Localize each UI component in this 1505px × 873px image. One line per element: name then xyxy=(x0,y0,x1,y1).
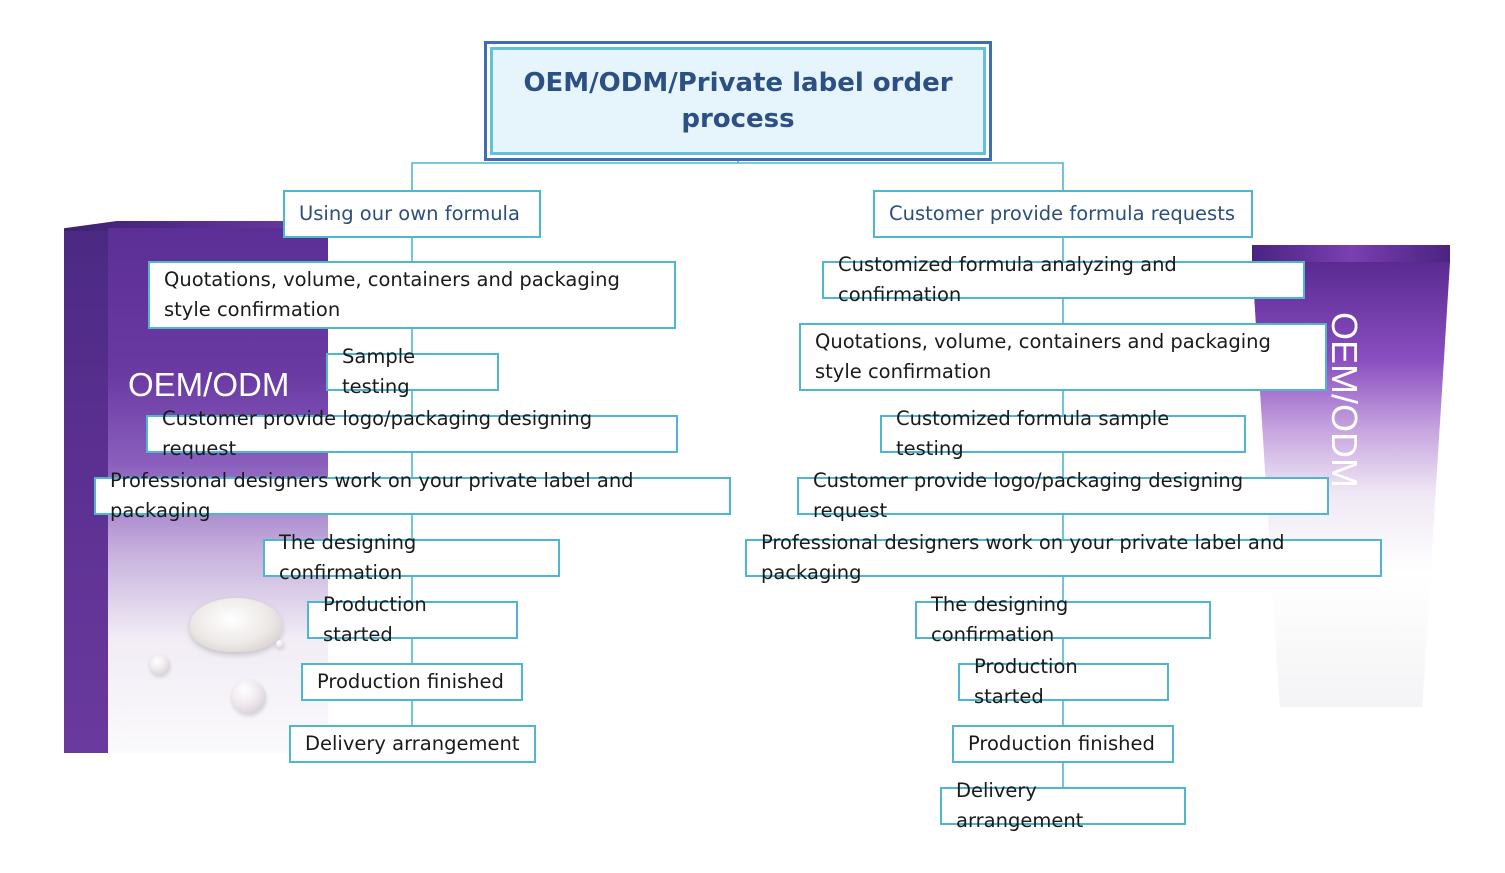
diagram-title-box: OEM/ODM/Private label order process xyxy=(484,41,992,161)
pearl-image xyxy=(150,655,170,675)
right-branch-header: Customer provide formula requests xyxy=(873,190,1253,238)
right-step-2: Quotations, volume, containers and packa… xyxy=(799,323,1327,391)
pearl-image xyxy=(232,680,266,714)
step-text: Customized formula sample testing xyxy=(896,407,1170,460)
right-step-4: Customer provide logo/packaging designin… xyxy=(797,469,1329,522)
right-step-9: Delivery arrangement xyxy=(940,779,1186,832)
left-step-1: Quotations, volume, containers and packa… xyxy=(148,261,676,329)
step-text: Professional designers work on your priv… xyxy=(761,531,1285,584)
pearl-image xyxy=(276,640,284,648)
right-step-1: Customized formula analyzing and confirm… xyxy=(822,253,1305,306)
product-tube-crimp xyxy=(1252,245,1450,263)
step-text: Delivery arrangement xyxy=(956,779,1084,832)
step-text: Production started xyxy=(974,655,1078,708)
step-text: Production started xyxy=(323,593,427,646)
right-step-5: Professional designers work on your priv… xyxy=(745,531,1382,584)
step-text: Sample testing xyxy=(342,345,416,398)
left-step-2: Sample testing xyxy=(326,345,499,398)
right-step-7: Production started xyxy=(958,655,1169,708)
step-text: Production finished xyxy=(968,732,1155,755)
product-box-label: OEM/ODM xyxy=(128,366,290,403)
diagram-title: OEM/ODM/Private label order process xyxy=(523,68,953,134)
step-text: The designing confirmation xyxy=(931,593,1069,646)
step-text: Customer provide logo/packaging designin… xyxy=(813,469,1244,522)
step-text: Quotations, volume, containers and packa… xyxy=(815,330,1271,383)
step-text: Production finished xyxy=(317,670,504,693)
left-step-4: Professional designers work on your priv… xyxy=(94,469,731,522)
step-text: Customized formula analyzing and confirm… xyxy=(838,253,1177,306)
step-text: Customer provide logo/packaging designin… xyxy=(162,407,593,460)
left-step-5: The designing confirmation xyxy=(263,531,560,584)
right-branch-header-text: Customer provide formula requests xyxy=(889,202,1236,225)
right-step-3: Customized formula sample testing xyxy=(880,407,1246,460)
step-text: Quotations, volume, containers and packa… xyxy=(164,268,620,321)
left-step-8: Delivery arrangement xyxy=(289,725,536,763)
step-text: Professional designers work on your priv… xyxy=(110,469,634,522)
right-step-8: Production finished xyxy=(952,725,1174,763)
left-step-3: Customer provide logo/packaging designin… xyxy=(146,407,678,460)
pearl-shell-image xyxy=(190,598,282,652)
left-step-7: Production finished xyxy=(301,663,523,701)
left-branch-header-text: Using our own formula xyxy=(299,202,520,225)
title-to-branches-connector xyxy=(411,161,1064,190)
step-text: The designing confirmation xyxy=(279,531,417,584)
left-step-6: Production started xyxy=(307,593,518,646)
step-text: Delivery arrangement xyxy=(305,732,520,755)
right-step-6: The designing confirmation xyxy=(915,593,1211,646)
left-branch-header: Using our own formula xyxy=(283,190,541,238)
